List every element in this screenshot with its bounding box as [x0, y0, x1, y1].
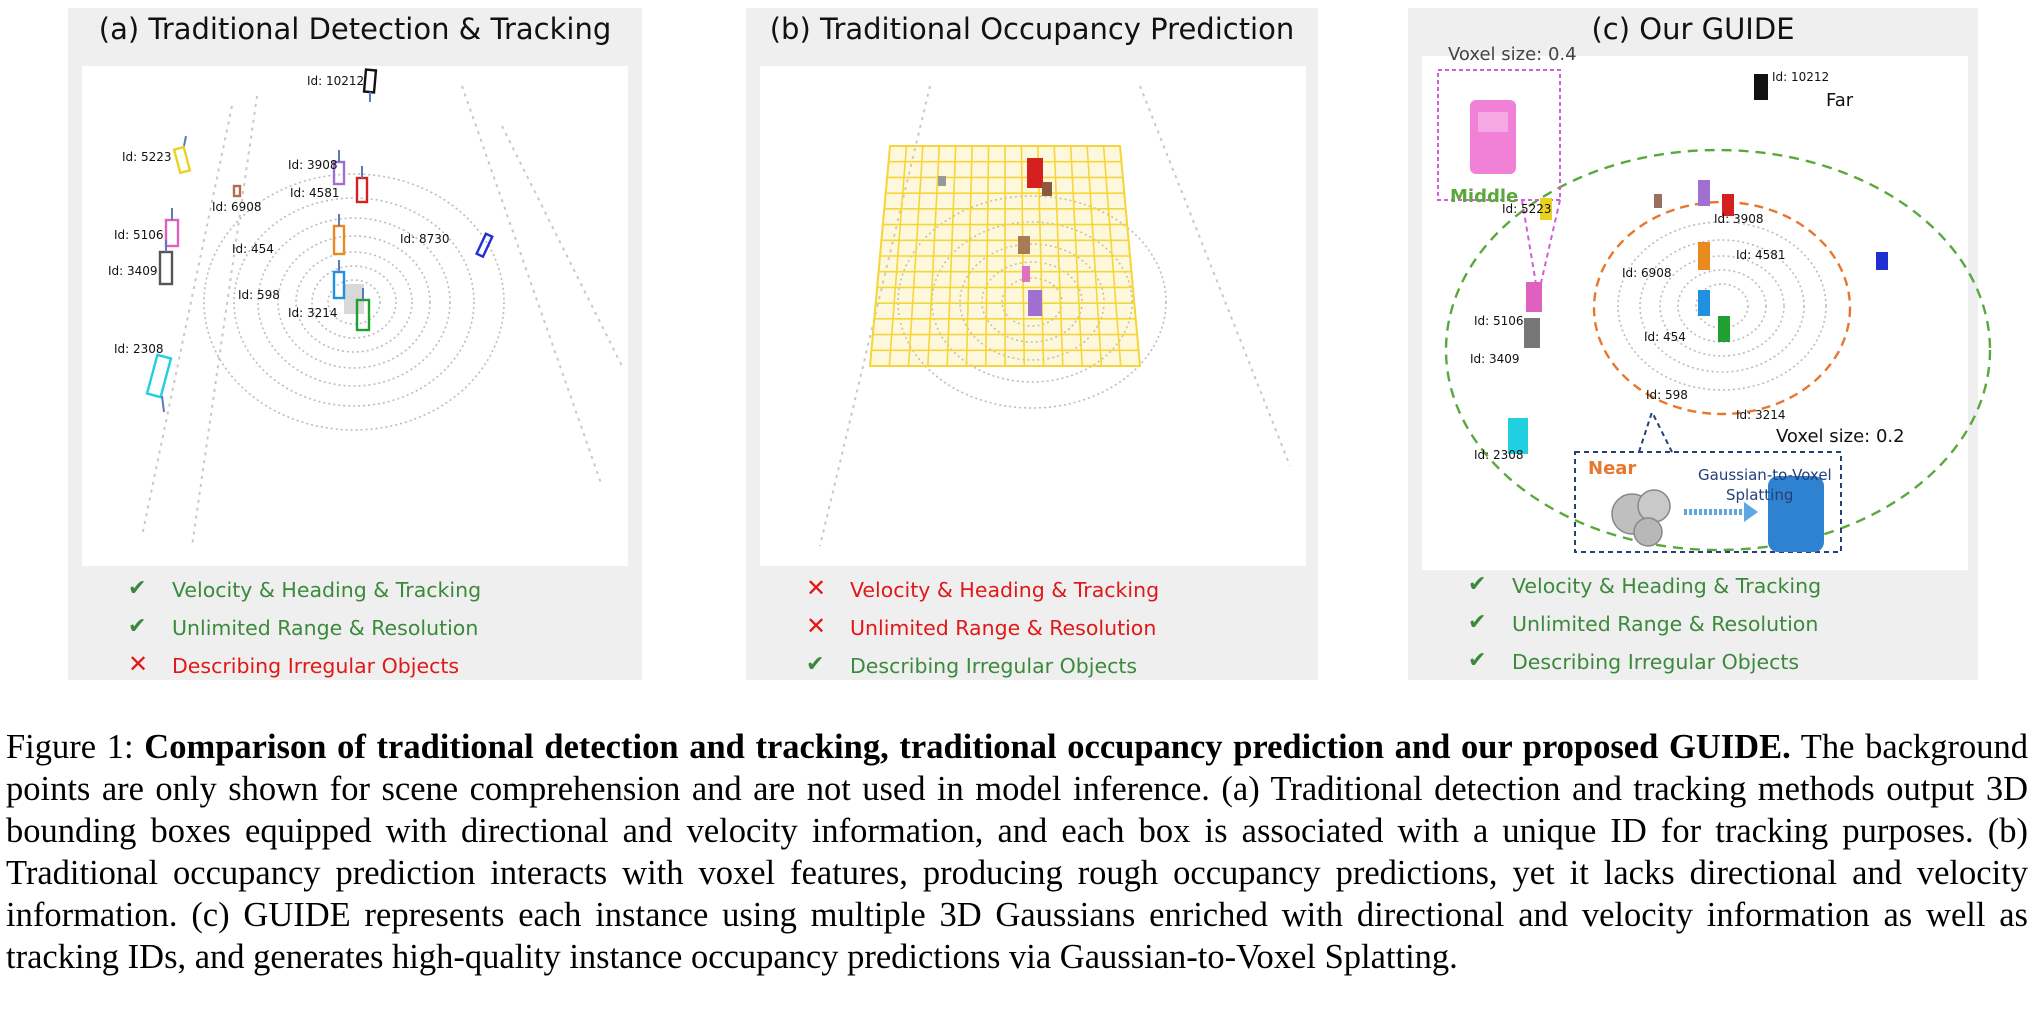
far-label: Far [1826, 90, 1854, 111]
checkmark-icon: ✔ [1468, 610, 1487, 635]
checkmark-icon: ✔ [1468, 648, 1487, 673]
scene-c-svg [1437, 69, 1992, 553]
id-label: Id: 3409 [108, 264, 158, 278]
figure-caption: Figure 1: Comparison of traditional dete… [6, 726, 2028, 978]
panel-occupancy-prediction: (b) Traditional Occupancy Prediction [746, 8, 1318, 680]
far-object-voxels [1470, 100, 1516, 174]
check-text: Describing Irregular Objects [172, 654, 460, 678]
id-label: Id: 3908 [1714, 212, 1764, 226]
scene-b-svg [819, 85, 1291, 547]
check-row: ✕ Unlimited Range & Resolution [806, 612, 1318, 650]
checkmark-icon: ✔ [1468, 572, 1487, 597]
cross-icon: ✕ [128, 650, 149, 678]
occupancy-grid [868, 145, 1142, 367]
caption-bold-title: Comparison of traditional detection and … [144, 728, 1791, 766]
id-label: Id: 3214 [288, 306, 338, 320]
check-text: Velocity & Heading & Tracking [1512, 574, 1822, 598]
id-label: Id: 3214 [1736, 408, 1786, 422]
id-label: Id: 10212 [307, 74, 365, 88]
panel-b-title: (b) Traditional Occupancy Prediction [769, 12, 1295, 46]
panel-a-title: (a) Traditional Detection & Tracking [98, 12, 612, 46]
panel-a-checklist: ✔ Velocity & Heading & Tracking ✔ Unlimi… [128, 574, 642, 688]
check-text: Unlimited Range & Resolution [850, 616, 1157, 640]
id-label: Id: 5106 [1474, 314, 1524, 328]
gaussian-blob [1611, 489, 1671, 547]
id-label: Id: 3409 [1470, 352, 1520, 366]
id-label: Id: 10212 [1772, 70, 1830, 84]
scene-a-lidar: Id: 10212 Id: 5223 Id: 3908 Id: 4581 Id:… [82, 66, 628, 566]
id-label: Id: 6908 [212, 200, 262, 214]
check-row: ✔ Velocity & Heading & Tracking [128, 574, 642, 612]
id-label: Id: 2308 [1474, 448, 1524, 462]
id-label: Id: 4581 [290, 186, 340, 200]
checkmark-icon: ✔ [128, 614, 147, 639]
panel-c-checklist: ✔ Velocity & Heading & Tracking ✔ Unlimi… [1468, 570, 1978, 684]
grid-line [1102, 145, 1122, 367]
id-label: Id: 454 [232, 242, 274, 256]
check-text: Velocity & Heading & Tracking [850, 578, 1160, 602]
check-row: ✔ Unlimited Range & Resolution [128, 612, 642, 650]
panel-detection-tracking: (a) Traditional Detection & Tracking [68, 8, 642, 680]
id-label: Id: 5106 [114, 228, 164, 242]
grid-line [1053, 145, 1064, 367]
grid-line [1069, 145, 1083, 367]
id-label: Id: 598 [1646, 388, 1688, 402]
id-label: Id: 3908 [288, 158, 338, 172]
cross-icon: ✕ [806, 612, 827, 640]
id-label: Id: 8730 [400, 232, 450, 246]
checkmark-icon: ✔ [806, 652, 825, 677]
check-row: ✔ Unlimited Range & Resolution [1468, 608, 1978, 646]
check-row: ✔ Describing Irregular Objects [1468, 646, 1978, 684]
check-row: ✕ Describing Irregular Objects [128, 650, 642, 688]
caption-body: The background points are only shown for… [6, 728, 2028, 976]
id-label: Id: 454 [1644, 330, 1686, 344]
middle-label: Middle [1450, 186, 1519, 207]
scene-b-lidar [760, 66, 1306, 566]
panel-guide: (c) Our GUIDE [1408, 8, 1992, 680]
check-row: ✔ Velocity & Heading & Tracking [1468, 570, 1978, 608]
grid-line [1086, 145, 1103, 367]
splatting-label-line2: Splatting [1726, 486, 1794, 504]
id-label: Id: 4581 [1736, 248, 1786, 262]
voxel-size-near-label: Voxel size: 0.2 [1776, 426, 1905, 447]
voxel-size-far-label: Voxel size: 0.4 [1448, 44, 1577, 65]
panel-c-title: (c) Our GUIDE [1591, 12, 1795, 46]
id-label: Id: 5223 [122, 150, 172, 164]
id-label: Id: 6908 [1622, 266, 1672, 280]
scene-a-svg [141, 68, 623, 547]
check-text: Describing Irregular Objects [850, 654, 1138, 678]
panel-b-checklist: ✕ Velocity & Heading & Tracking ✕ Unlimi… [806, 574, 1318, 688]
occupancy-voxels [938, 158, 1052, 316]
id-label: Id: 598 [238, 288, 280, 302]
check-text: Unlimited Range & Resolution [1512, 612, 1819, 636]
id-label: Id: 5223 [1502, 202, 1552, 216]
checkmark-icon: ✔ [128, 576, 147, 601]
check-text: Velocity & Heading & Tracking [172, 578, 482, 602]
check-row: ✔ Describing Irregular Objects [806, 650, 1318, 688]
grid-line [1020, 145, 1026, 367]
caption-prefix: Figure 1: [6, 728, 145, 766]
splatting-label-line1: Gaussian-to-Voxel [1698, 466, 1832, 484]
check-text: Describing Irregular Objects [1512, 650, 1800, 674]
instance-objects [1508, 74, 1888, 454]
grid-line [1119, 145, 1141, 367]
id-label: Id: 2308 [114, 342, 164, 356]
near-label: Near [1588, 458, 1637, 479]
check-row: ✕ Velocity & Heading & Tracking [806, 574, 1318, 612]
scene-c-lidar: Voxel size: 0.4 Id: 10212 Far Middle Id:… [1422, 44, 1992, 570]
cross-icon: ✕ [806, 574, 827, 602]
check-text: Unlimited Range & Resolution [172, 616, 479, 640]
